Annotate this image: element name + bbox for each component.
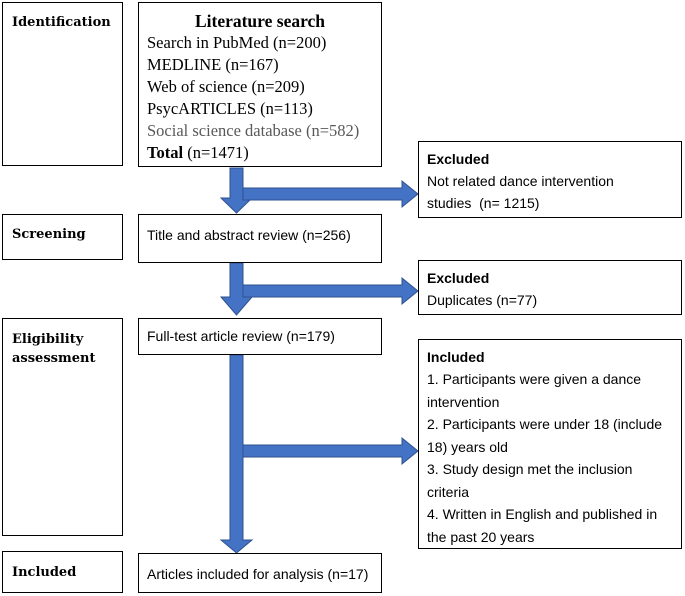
stage-identification-label: Identification [12,15,111,30]
excluded-1-line-2: studies (n= 1215) [427,195,540,211]
stage-eligibility-line-1: Eligibility [12,332,84,347]
search-total-label: Total [147,143,184,162]
criterion-2-line-1: 2. Participants were under 18 (include [427,416,663,432]
stage-identification: Identification [2,2,123,166]
search-web-of-science: Web of science (n=209) [147,77,305,96]
arrow-down-2 [219,262,254,316]
stage-included: Included [2,551,123,593]
search-medline: MEDLINE (n=167) [147,55,279,74]
fulltext-review-text: Full-test article review (n=179) [147,328,335,344]
screening-review-text: Title and abstract review (n=256) [147,227,351,243]
search-total-value: (n=1471) [183,143,249,162]
excluded-1-line-1: Not related dance intervention [427,173,614,189]
literature-search-box: Literature search Search in PubMed (n=20… [138,2,382,167]
excluded-box-1: Excluded Not related dance intervention … [418,141,682,218]
arrow-down-1 [219,167,254,214]
included-criteria-box: Included 1. Participants were given a da… [418,339,682,549]
excluded-box-2: Excluded Duplicates (n=77) [418,260,682,315]
search-total: Total (n=1471) [147,142,381,164]
arrow-down-3 [219,354,254,554]
arrow-right-1 [242,179,419,209]
stage-included-label: Included [12,565,77,580]
stage-screening: Screening [2,214,123,260]
fulltext-review-box: Full-test article review (n=179) [138,318,382,355]
screening-review-box: Title and abstract review (n=256) [138,214,382,263]
search-psycarticles: PsycARTICLES (n=113) [147,99,313,118]
stage-eligibility-label: Eligibility assessment [12,330,95,368]
arrow-right-3 [242,436,419,466]
stage-eligibility: Eligibility assessment [2,318,123,536]
criterion-3-line-2: criteria [427,483,470,500]
criterion-1-line-2: intervention [427,393,500,410]
search-pubmed: Search in PubMed (n=200) [147,33,327,52]
stage-eligibility-line-2: assessment [12,351,96,366]
criterion-4-line-1: 4. Written in English and published in [427,506,658,522]
arrow-right-2 [242,276,419,306]
literature-search-title: Literature search [194,11,326,31]
included-criteria-title: Included [427,349,485,365]
excluded-2-title: Excluded [427,270,490,286]
criterion-2-line-2: 18) years old [427,438,508,455]
final-included-box: Articles included for analysis (n=17) [138,553,382,593]
stage-screening-label: Screening [12,227,86,242]
criterion-1-line-1: 1. Participants were given a dance [427,371,642,387]
search-social-science: Social science database (n=582) [147,121,360,140]
excluded-2-line-1: Duplicates (n=77) [427,292,538,308]
excluded-1-title: Excluded [427,151,490,167]
final-included-text: Articles included for analysis (n=17) [147,566,369,582]
criterion-4-line-2: the past 20 years [427,528,535,545]
criterion-3-line-1: 3. Study design met the inclusion [427,461,633,477]
